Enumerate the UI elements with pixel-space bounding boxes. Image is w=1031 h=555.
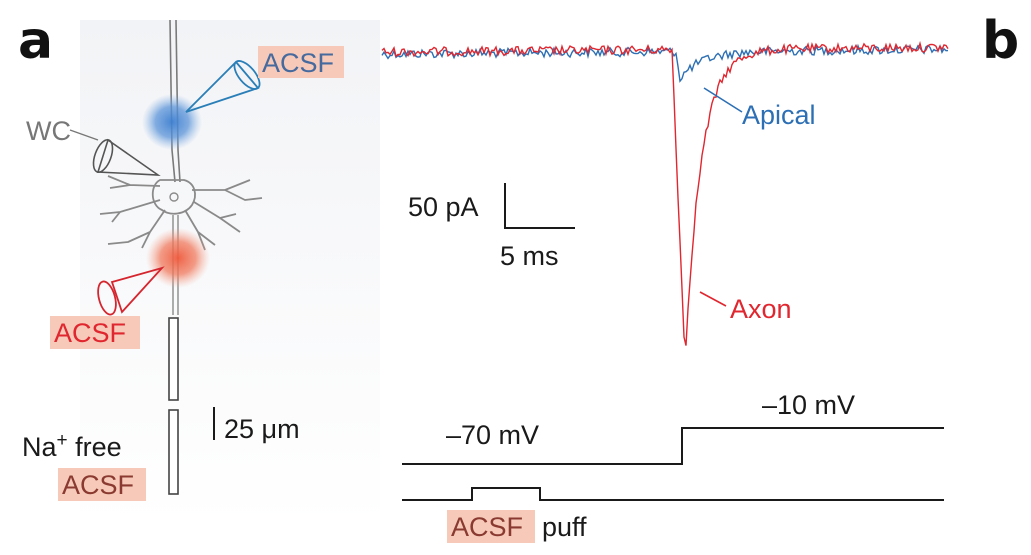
puff-timing-trace [402,487,944,501]
acsf-top-highlight [258,46,344,78]
scale-bar-25um-label: 25 μm [224,414,300,444]
panel-b-letter: b [982,11,1019,71]
axon-puff-spot [146,228,210,288]
wc-pipette [92,138,161,176]
panel-a: a [18,11,380,525]
acsf-bottom-label: ACSF [54,318,126,348]
axon-segment-1 [168,317,179,401]
panel-a-background [80,20,380,525]
step-voltage-label: –10 mV [762,390,855,420]
panel-b: b Apical Axon 50 pA 5 ms –70 mV –10 mV A… [381,11,1019,543]
apical-pointer [703,87,743,113]
holding-voltage-label: –70 mV [446,420,539,450]
acsf-top-label: ACSF [262,48,334,78]
scale-bar-50pa-5ms [504,183,575,229]
basal-dendrite-right [192,179,263,233]
neuron-soma [151,179,196,215]
basal-dendrite-lower-left [107,209,166,249]
wc-label: WC [26,116,71,146]
puff-acsf-label: ACSF [451,512,523,542]
axon-segment-2 [168,409,179,495]
scale-bar-50pa-label: 50 pA [408,192,479,222]
basal-dendrite-left [99,175,161,223]
acsf-na-highlight [58,468,146,501]
trace-axon [381,40,949,346]
na-free-suffix: free [68,432,122,462]
apical-label: Apical [742,100,816,130]
apical-puff-pipette [185,60,261,113]
panel-a-letter: a [18,11,53,71]
acsf-bottom-highlight [50,316,140,349]
na-free-label: Na+ free [22,430,122,462]
na-free-superscript: + [57,430,68,451]
axon-pointer [699,291,727,307]
axon-label: Axon [730,294,792,324]
nucleus [169,192,179,202]
acsf-na-label: ACSF [62,470,134,500]
apical-puff-spot [142,94,202,150]
puff-suffix-label: puff [542,512,587,542]
wc-pointer [69,129,99,141]
scale-bar-5ms-label: 5 ms [500,241,559,271]
axon-puff-pipette [97,266,165,316]
puff-acsf-highlight [447,510,535,543]
na-free-prefix: Na [22,432,57,462]
voltage-step-trace [402,427,944,465]
